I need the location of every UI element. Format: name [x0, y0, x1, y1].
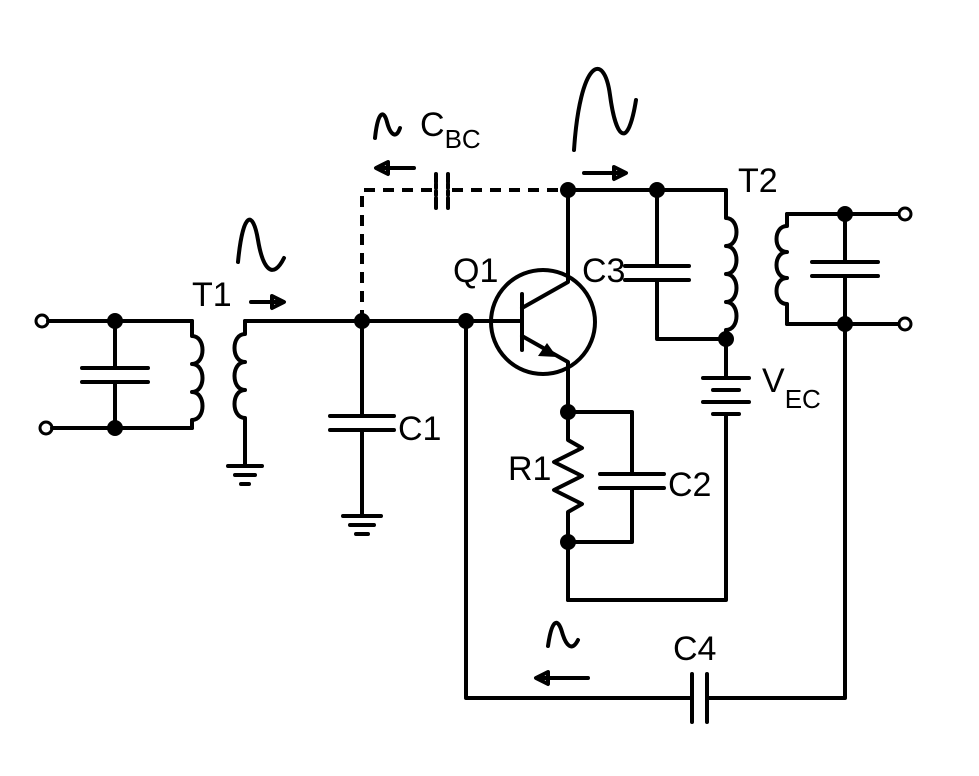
- t1-secondary-coil: [232, 319, 247, 468]
- sine-wave-cbc: [373, 112, 402, 140]
- output-terminal-top: [897, 206, 913, 222]
- emitter-bias-network: [552, 404, 666, 602]
- label-q1: Q1: [453, 252, 498, 290]
- label-c4: C4: [673, 630, 716, 668]
- t2-primary-coil: [724, 188, 739, 341]
- c1-capacitor: [328, 414, 396, 432]
- output-tank-capacitor: [810, 260, 880, 278]
- signal-arrow-collector: [582, 165, 628, 181]
- cbc-capacitor: [434, 172, 450, 210]
- q1-emitter-lead: [520, 334, 570, 414]
- label-c3: C3: [582, 252, 625, 290]
- c3-capacitor: [623, 264, 691, 282]
- t1-primary-coil: [190, 319, 205, 430]
- c2-capacitor: [598, 472, 666, 490]
- signal-arrow-cbc: [374, 160, 416, 176]
- c4-capacitor: [690, 672, 709, 724]
- input-tank-circuit: [34, 313, 205, 436]
- q1-collector-lead: [520, 188, 570, 310]
- collector-tank: [560, 66, 739, 347]
- input-tank-capacitor: [80, 366, 150, 384]
- cbc-stray-capacitance: [360, 112, 568, 321]
- ground-symbol-c1: [341, 514, 383, 536]
- sine-wave-input: [236, 217, 286, 272]
- neutralization-path: [464, 319, 847, 724]
- output-terminal-bottom: [897, 316, 913, 332]
- q1-transistor: [458, 188, 597, 414]
- q1-emitter-arrow: [538, 343, 557, 357]
- sine-wave-output: [572, 66, 638, 152]
- label-t1: T1: [192, 276, 232, 314]
- label-cbc: CBC: [420, 106, 481, 154]
- signal-arrow-t1: [249, 294, 286, 310]
- label-c2: C2: [668, 466, 711, 504]
- t2-secondary-coil: [774, 212, 789, 326]
- label-c1: C1: [398, 410, 441, 448]
- c1-to-ground: [328, 313, 396, 536]
- label-t2: T2: [738, 162, 778, 200]
- r1-resistor: [552, 410, 584, 544]
- sine-wave-neutralization: [546, 620, 580, 649]
- vec-battery: [566, 337, 751, 602]
- label-vec: VEC: [762, 362, 821, 414]
- signal-arrow-neutralization: [534, 670, 590, 686]
- output-tank-circuit: [774, 206, 913, 332]
- ground-symbol-t1: [226, 464, 264, 486]
- label-r1: R1: [508, 450, 551, 488]
